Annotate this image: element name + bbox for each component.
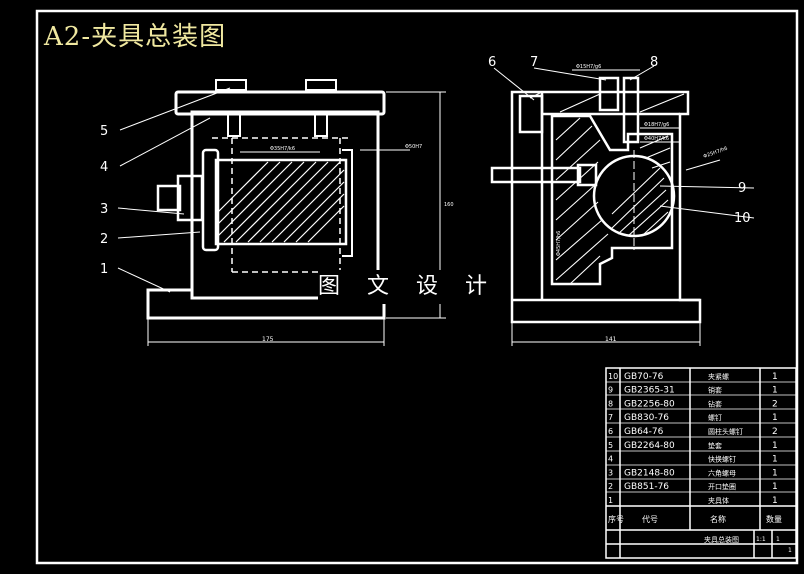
bom-header-code: 代号: [642, 514, 658, 524]
bom-header-no: 序号: [608, 514, 624, 524]
bom-cell-no: 5: [608, 441, 613, 450]
bom-cell-qty: 1: [772, 455, 778, 465]
dim-shaft: Φ35H7/k6: [270, 146, 295, 152]
bom-row: 4 快换螺钉 1: [608, 455, 778, 465]
balloon-10: 10: [734, 211, 751, 226]
balloon-1: 1: [100, 262, 108, 277]
bom-row: 6 GB64-76 圆柱头螺钉 2: [608, 427, 778, 437]
bom-cell-qty: 2: [772, 399, 778, 409]
bom-cell-no: 2: [608, 482, 613, 491]
bom-cell-name: 螺钉: [708, 413, 722, 422]
drawing-title: A2-夹具总装图: [44, 22, 227, 52]
bom-cell-qty: 2: [772, 427, 778, 437]
bom-cell-qty: 1: [772, 482, 778, 492]
title-block-sheet: 1: [776, 536, 780, 543]
bom-row: 7 GB830-76 螺钉 1: [608, 413, 778, 423]
bom-cell-name: 圆柱头螺钉: [708, 427, 743, 436]
balloon-2: 2: [100, 232, 108, 247]
bom-table: [605, 367, 797, 559]
bom-cell-no: 7: [608, 413, 613, 422]
title-block-name: 夹具总装图: [704, 535, 739, 544]
bom-cell-code: GB70-76: [624, 372, 664, 382]
bom-cell-qty: 1: [772, 496, 778, 506]
bom-header: 序号 代号 名称 数量: [608, 514, 782, 524]
dim-width-left: 175: [262, 336, 274, 343]
bom-cell-no: 6: [608, 427, 613, 436]
bom-cell-no: 3: [608, 468, 613, 477]
bom-header-qty: 数量: [766, 514, 782, 524]
bom-cell-name: 垫套: [708, 441, 722, 450]
dim-vertical: Φ45H7/h6: [556, 231, 562, 256]
bom-row: 3 GB2148-80 六角螺母 1: [608, 468, 778, 478]
bom-cell-name: 六角螺母: [708, 468, 736, 477]
bom-row: 2 GB851-76 开口垫圈 1: [608, 482, 778, 492]
balloon-9: 9: [738, 181, 746, 196]
side-view-hatch: [529, 91, 685, 285]
bom-cell-code: GB2264-80: [624, 441, 675, 451]
bom-cell-qty: 1: [772, 468, 778, 478]
bom-cell-code: GB2365-31: [624, 386, 675, 396]
dim-height-left: 160: [444, 202, 454, 208]
bom-cell-code: GB851-76: [624, 482, 669, 492]
bom-row: 1 夹具体 1: [608, 496, 778, 506]
bom-cell-name: 夹紧螺: [708, 372, 729, 381]
bom-row: 5 GB2264-80 垫套 1: [608, 441, 778, 451]
title-block-sheet-total: 1: [788, 547, 792, 554]
bom-cell-name: 钻套: [708, 399, 722, 408]
watermark-text: 图 文 设 计: [318, 270, 487, 304]
bom-cell-qty: 1: [772, 386, 778, 396]
bom-cell-no: 8: [608, 399, 613, 408]
dim-width-right: 141: [605, 336, 617, 343]
balloon-8: 8: [650, 55, 658, 70]
dim-side-note: Φ25H7/h6: [703, 146, 729, 160]
dim-top-fit-1: Φ15H7/g6: [576, 64, 601, 70]
title-block-scale: 1:1: [756, 536, 766, 543]
bom-cell-qty: 1: [772, 413, 778, 423]
bom-header-name: 名称: [710, 514, 726, 524]
bom-cell-qty: 1: [772, 441, 778, 451]
bom-cell-code: GB2148-80: [624, 468, 675, 478]
bom-cell-no: 1: [608, 496, 613, 505]
balloon-7: 7: [530, 55, 538, 70]
bom-cell-name: 销套: [708, 386, 722, 395]
bom-rows: 10 GB70-76 夹紧螺 1 9 GB2365-31 销套 1 8 GB2256-80 钻套 2 7…: [608, 372, 778, 506]
dim-left-top: Φ50H7: [405, 144, 422, 150]
side-view-balloons: 6 7 8 9 10: [488, 55, 751, 226]
balloon-4: 4: [100, 160, 108, 175]
bom-row: 10 GB70-76 夹紧螺 1: [608, 372, 778, 382]
bom-cell-name: 快换螺钉: [708, 455, 736, 464]
bom-cell-code: GB830-76: [624, 413, 669, 423]
balloon-5: 5: [100, 124, 108, 139]
bom-cell-code: GB64-76: [624, 427, 664, 437]
bom-cell-code: GB2256-80: [624, 399, 675, 409]
bom-row: 9 GB2365-31 销套 1: [608, 386, 778, 396]
front-view-leaders: [117, 87, 231, 293]
drawing-frame: [35, 9, 799, 565]
bom-cell-no: 10: [608, 372, 618, 381]
bom-cell-qty: 1: [772, 372, 778, 382]
front-view: [146, 79, 386, 320]
workpiece-hatch: [217, 161, 345, 243]
dim-top-fit-2: Φ18H7/g6: [644, 122, 669, 128]
dim-side-fit: Φ40H7/k6: [644, 136, 669, 142]
side-view-dimensions: [511, 69, 721, 346]
bom-cell-no: 4: [608, 455, 613, 464]
bom-row-lines: [606, 381, 796, 493]
balloon-6: 6: [488, 55, 496, 70]
balloon-3: 3: [100, 202, 108, 217]
side-view: [490, 76, 702, 324]
bom-cell-no: 9: [608, 386, 613, 395]
bom-cell-name: 开口垫圈: [708, 482, 736, 491]
bom-row: 8 GB2256-80 钻套 2: [608, 399, 778, 409]
front-view-balloons: 5 4 3 2 1: [100, 124, 108, 277]
side-view-leaders: [493, 65, 755, 219]
bom-cell-name: 夹具体: [708, 496, 729, 505]
